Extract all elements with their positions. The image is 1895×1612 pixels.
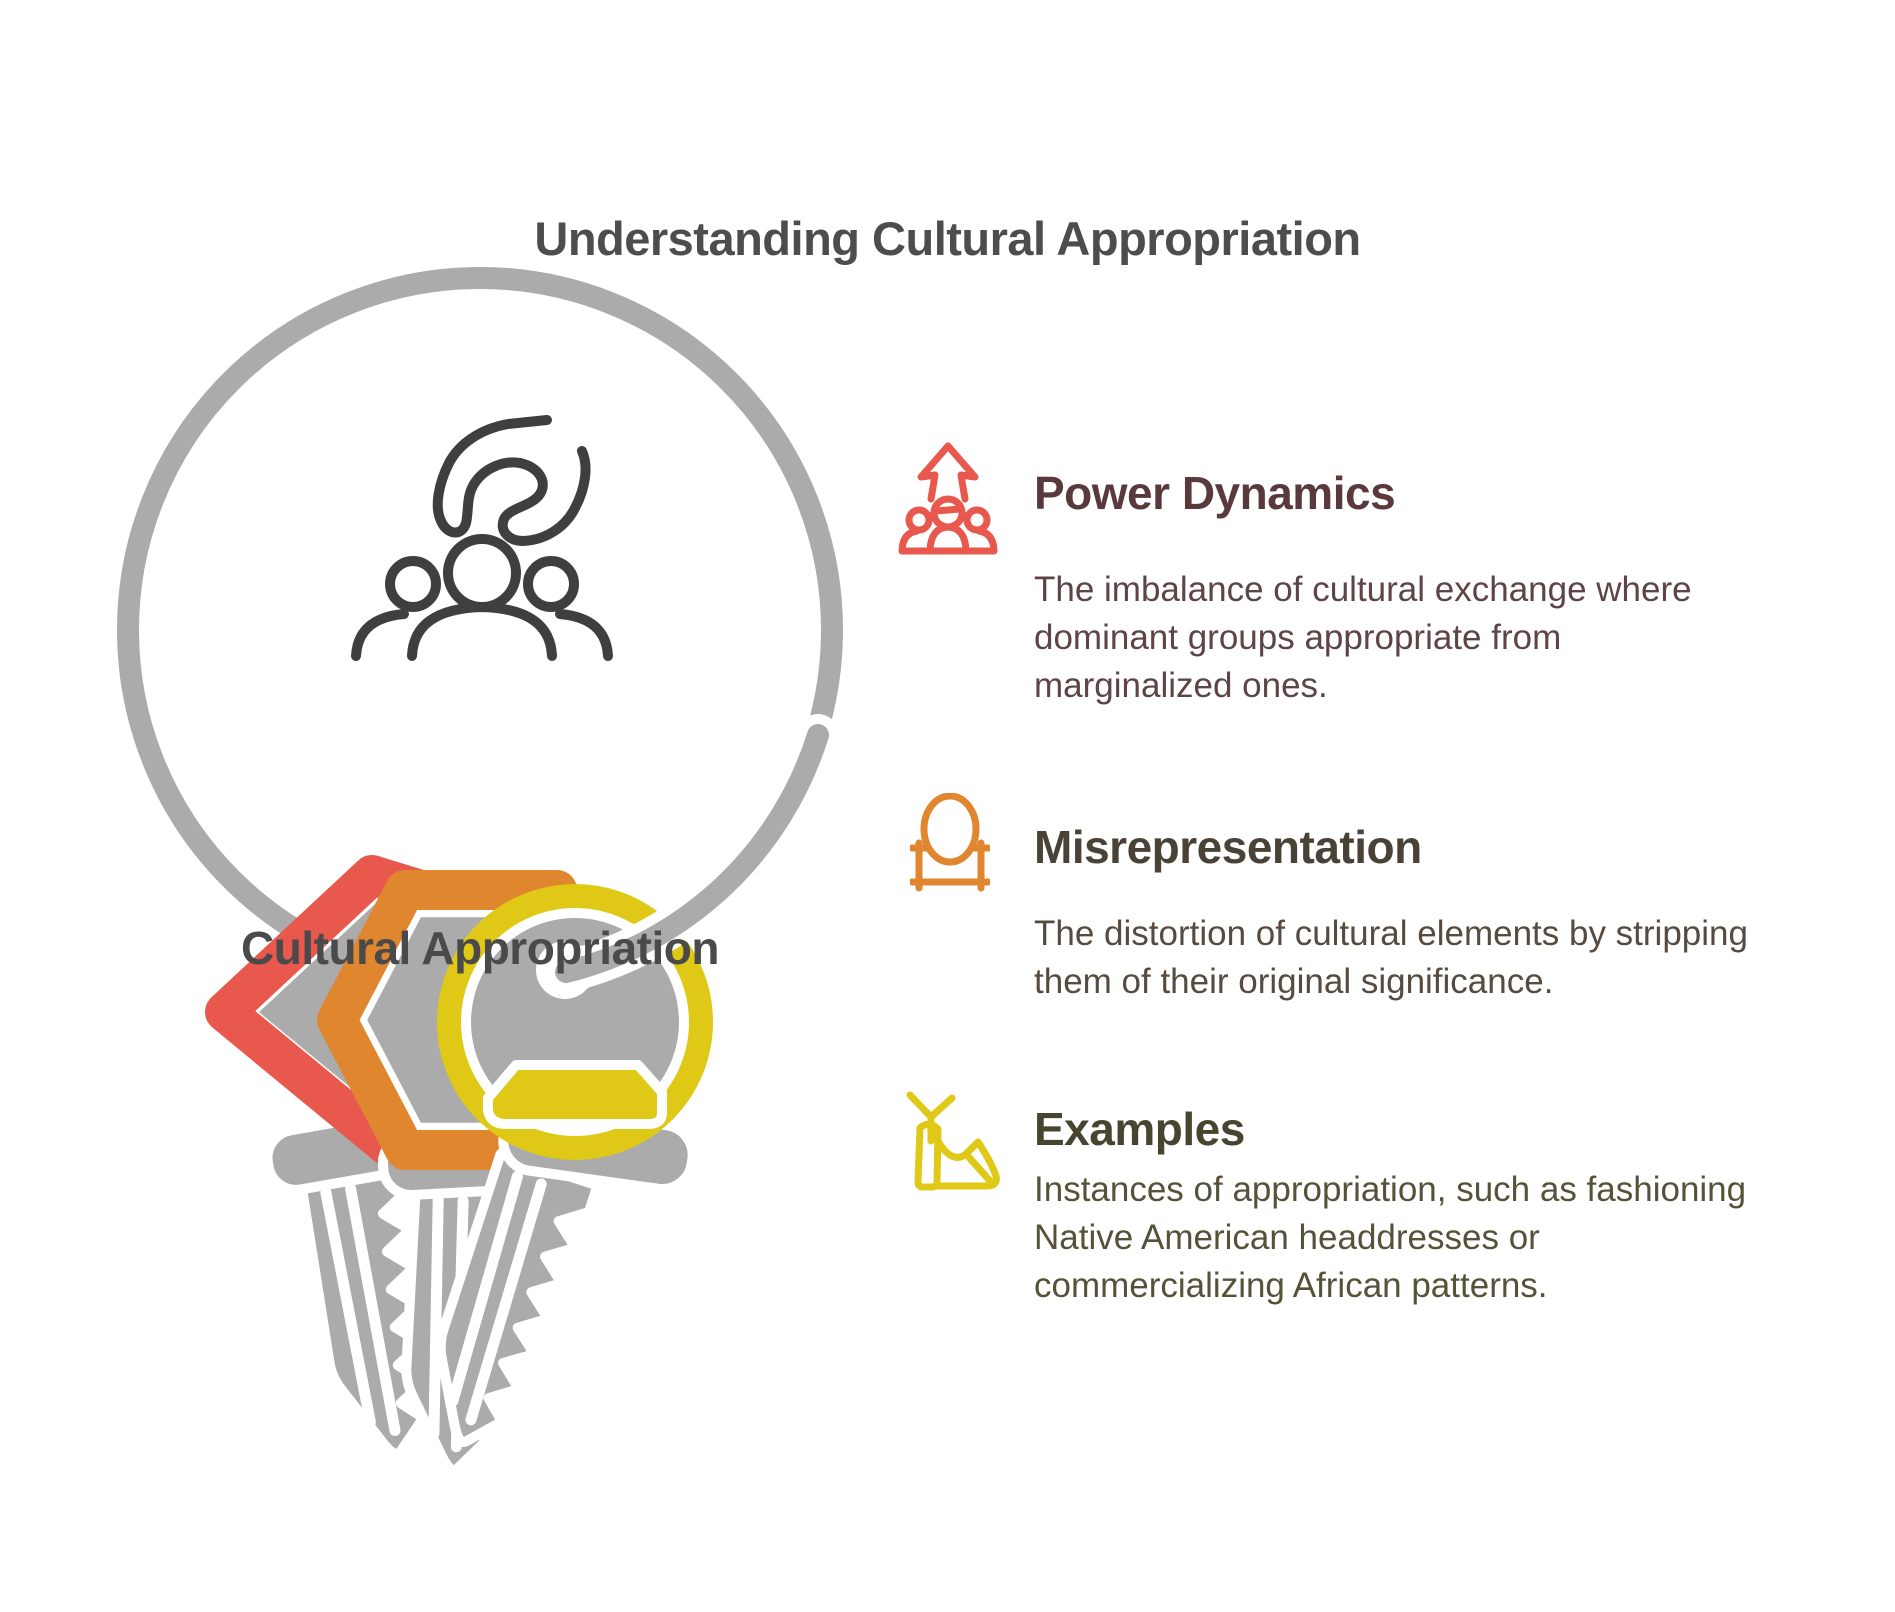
yellow-round-key bbox=[435, 884, 713, 1447]
page-title: Understanding Cultural Appropriation bbox=[534, 212, 1361, 266]
high-heel-shoe-icon bbox=[898, 1085, 1006, 1202]
hand-picking-from-group-icon bbox=[351, 415, 613, 661]
section-heading: Examples bbox=[1034, 1103, 1245, 1155]
section-body: The distortion of cultural elements by s… bbox=[1034, 914, 1748, 1001]
keyring-illustration bbox=[117, 267, 843, 1476]
section-heading: Misrepresentation bbox=[1034, 821, 1422, 873]
section-body: Instances of appropriation, such as fash… bbox=[1034, 1170, 1747, 1305]
standing-mirror-icon bbox=[908, 792, 992, 903]
people-rising-arrow-icon bbox=[898, 440, 998, 565]
section-heading: Power Dynamics bbox=[1034, 467, 1396, 519]
center-label: Cultural Appropriation bbox=[241, 922, 719, 974]
keyring-front-arc bbox=[545, 714, 839, 993]
section-body: The imbalance of cultural exchange where… bbox=[1034, 570, 1692, 705]
